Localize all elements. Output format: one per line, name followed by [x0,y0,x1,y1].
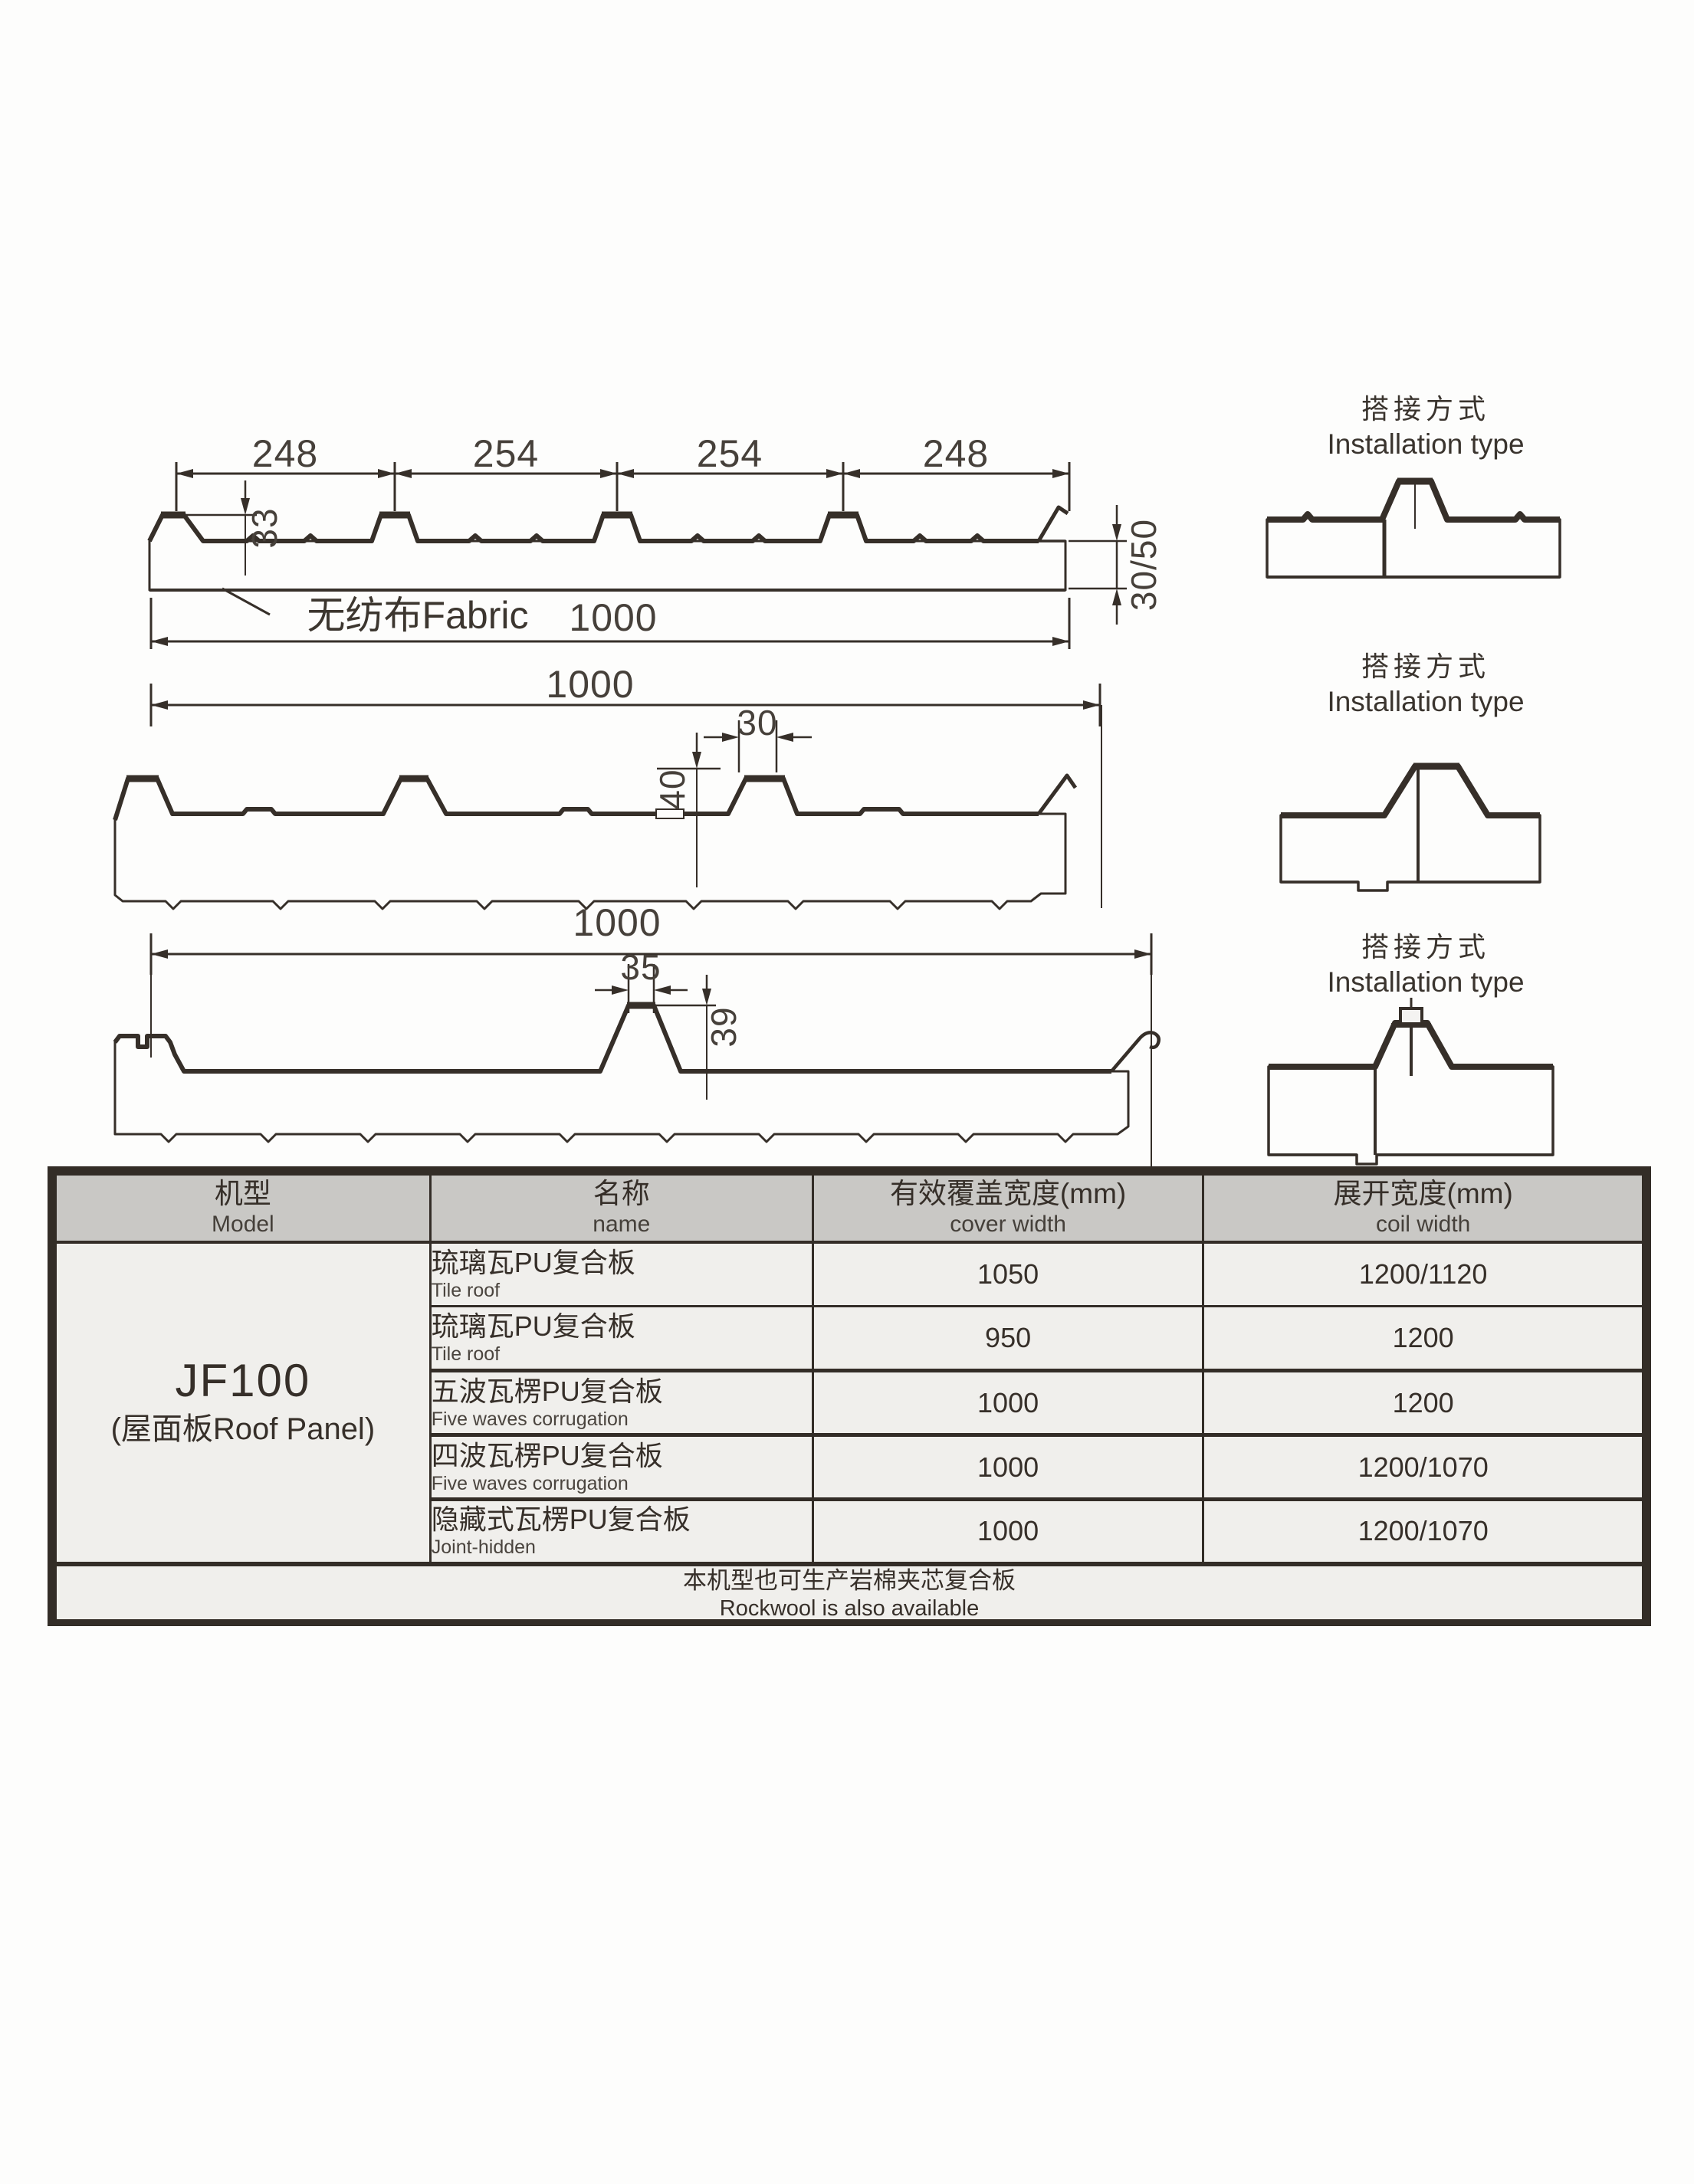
installation-title-en: Installation type [1327,966,1525,998]
installation-title-zh: 搭接方式 [1361,931,1490,962]
spec-table-header-row: 机型 Model 名称 name 有效覆盖宽度(mm) cover width … [54,1173,1644,1244]
dim-seg3: 254 [696,432,763,475]
cover-width-cell: 1000 [811,1433,1205,1500]
dim-width-1000-d2: 1000 [546,663,635,706]
dim-seg2: 254 [472,432,540,475]
name-en: Five waves corrugation [431,1408,629,1430]
col-header-model-zh: 机型 [214,1178,271,1210]
name-en: Tile roof [431,1279,501,1301]
spec-table: 机型 Model 名称 name 有效覆盖宽度(mm) cover width … [54,1173,1644,1624]
installation-title-en: Installation type [1327,686,1525,717]
col-header-name-en: name [593,1212,651,1238]
panel-cross-section-1-drawing [147,462,1127,649]
name-en: Five waves corrugation [431,1472,629,1494]
model-code: JF100 [175,1355,311,1406]
coil-width-cell: 1200 [1202,1305,1644,1372]
name-zh: 四波瓦楞PU复合板 [431,1439,663,1471]
col-header-name-zh: 名称 [593,1178,650,1210]
cover-width-cell: 1000 [811,1497,1205,1565]
dim-rib-height-39: 39 [704,1006,744,1048]
col-header-model: 机型 Model [54,1173,432,1244]
cover-width-cell: 1050 [811,1241,1205,1307]
dim-rib-height-40: 40 [652,769,692,810]
dim-thickness-30-50: 30/50 [1124,518,1164,612]
name-cell: 琉璃瓦PU复合板 Tile roof [428,1305,814,1372]
installation-title-3: 搭接方式 Installation type [1226,930,1625,1001]
spec-table-wrap: 机型 Model 名称 name 有效覆盖宽度(mm) cover width … [48,1166,1651,1626]
table-row: 琉璃瓦PU复合板 Tile roof 950 1200 [56,1305,1644,1372]
name-cell: 隐藏式瓦楞PU复合板 Joint-hidden [428,1497,814,1565]
name-en: Joint-hidden [431,1536,536,1559]
name-zh: 隐藏式瓦楞PU复合板 [431,1504,691,1536]
cover-width-cell: 950 [811,1305,1205,1372]
coil-width-cell: 1200/1070 [1202,1497,1644,1565]
installation-detail-3-drawing [1267,998,1554,1166]
dim-rib-top-35: 35 [620,947,662,987]
name-cell: 四波瓦楞PU复合板 Five waves corrugation [428,1433,814,1500]
col-header-coil-width: 展开宽度(mm) coil width [1202,1173,1644,1244]
model-cell: JF100 (屋面板Roof Panel) [54,1241,432,1565]
installation-detail-1-drawing [1266,477,1561,579]
col-header-name: 名称 name [428,1173,814,1244]
coil-width-cell: 1200 [1202,1369,1644,1436]
panel-cross-section-3-drawing [113,933,1161,1172]
col-header-coil-width-zh: 展开宽度(mm) [1333,1178,1513,1210]
installation-title-zh: 搭接方式 [1361,393,1490,425]
installation-title-1: 搭接方式 Installation type [1226,392,1625,463]
dim-width-1000-d1: 1000 [569,596,658,639]
cover-width-cell: 1000 [811,1369,1205,1436]
dim-rib-height-33: 33 [245,507,284,549]
name-en: Tile roof [431,1343,501,1365]
col-header-model-en: Model [212,1212,274,1238]
screw-head [1399,1007,1423,1025]
name-zh: 琉璃瓦PU复合板 [431,1246,635,1278]
installation-title-2: 搭接方式 Installation type [1226,650,1625,720]
col-header-coil-width-en: coil width [1375,1212,1471,1238]
table-row: 五波瓦楞PU复合板 Five waves corrugation 1000 12… [56,1369,1644,1436]
col-header-cover-width-zh: 有效覆盖宽度(mm) [889,1178,1127,1210]
coil-width-cell: 1200/1120 [1202,1241,1644,1307]
note-zh: 本机型也可生产岩棉夹芯复合板 [683,1566,1016,1594]
dim-rib-top-30: 30 [737,703,778,743]
fabric-label: 无纺布Fabric [307,594,529,637]
table-row: 隐藏式瓦楞PU复合板 Joint-hidden 1000 1200/1070 [56,1497,1644,1565]
name-cell: 琉璃瓦PU复合板 Tile roof [428,1241,814,1307]
dim-seg1: 248 [251,432,319,475]
col-header-cover-width-en: cover width [950,1212,1066,1238]
table-row: JF100 (屋面板Roof Panel) 琉璃瓦PU复合板 Tile roof… [54,1241,1644,1565]
installation-title-en: Installation type [1327,428,1525,460]
name-cell: 五波瓦楞PU复合板 Five waves corrugation [428,1369,814,1436]
table-note-row: 本机型也可生产岩棉夹芯复合板 Rockwool is also availabl… [54,1561,1644,1624]
installation-title-zh: 搭接方式 [1361,651,1490,682]
col-header-cover-width: 有效覆盖宽度(mm) cover width [811,1173,1205,1244]
name-zh: 五波瓦楞PU复合板 [431,1375,663,1407]
installation-detail-2-drawing [1279,762,1541,892]
note-en: Rockwool is also available [719,1595,980,1621]
coil-width-cell: 1200/1070 [1202,1433,1644,1500]
panel-cross-section-2-drawing [113,684,1102,910]
note-cell: 本机型也可生产岩棉夹芯复合板 Rockwool is also availabl… [54,1561,1644,1624]
table-row: 四波瓦楞PU复合板 Five waves corrugation 1000 12… [56,1433,1644,1500]
dim-seg4: 248 [922,432,990,475]
dim-width-1000-d3: 1000 [573,901,662,944]
name-zh: 琉璃瓦PU复合板 [431,1310,635,1342]
model-subtitle: (屋面板Roof Panel) [110,1412,376,1446]
